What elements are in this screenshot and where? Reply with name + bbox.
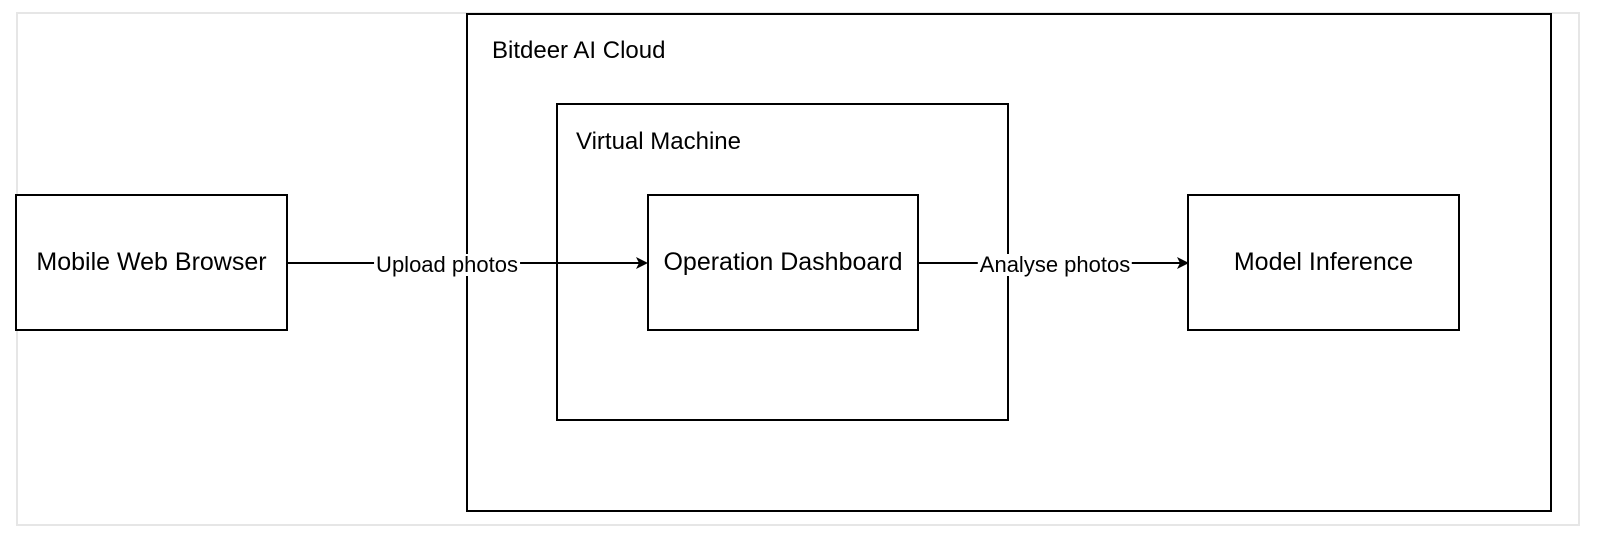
virtual-machine-title: Virtual Machine	[576, 128, 741, 155]
model-inference-node: Model Inference	[1187, 194, 1460, 331]
upload-photos-label: Upload photos	[374, 252, 520, 277]
mobile-web-browser-node: Mobile Web Browser	[15, 194, 288, 331]
bitdeer-ai-cloud-title: Bitdeer AI Cloud	[492, 37, 666, 64]
analyse-photos-label: Analyse photos	[977, 252, 1133, 277]
operation-dashboard-node: Operation Dashboard	[647, 194, 919, 331]
